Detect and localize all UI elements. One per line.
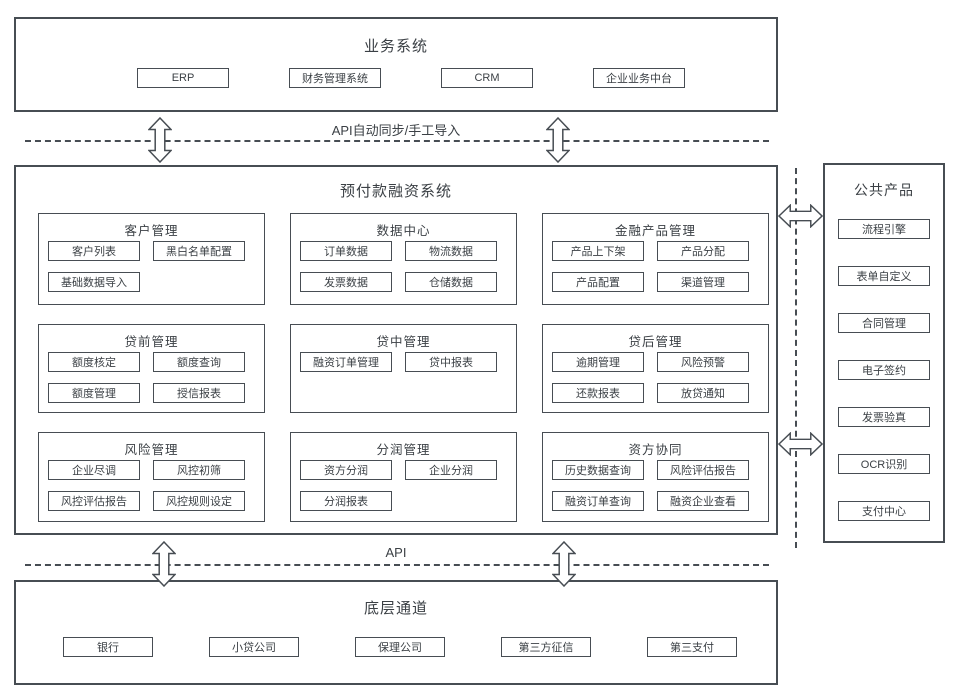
vertical-double-arrow-icon bbox=[152, 541, 176, 587]
module-item: 发票数据 bbox=[300, 272, 392, 292]
module-item: 物流数据 bbox=[405, 241, 497, 261]
prepayment-financing-system-box: 预付款融资系统 客户管理 客户列表 黑白名单配置 基础数据导入 数据中心 订单数… bbox=[14, 165, 778, 535]
module-item: 风控评估报告 bbox=[48, 491, 140, 511]
module-title: 贷前管理 bbox=[124, 335, 179, 349]
module-item: 额度查询 bbox=[153, 352, 245, 372]
public-product-payment-center: 支付中心 bbox=[838, 501, 930, 521]
module-customer-management: 客户管理 客户列表 黑白名单配置 基础数据导入 bbox=[38, 213, 265, 305]
horizontal-double-arrow-icon bbox=[778, 204, 823, 228]
channel-third-party-payment: 第三支付 bbox=[647, 637, 737, 657]
module-in-loan-management: 贷中管理 融资订单管理 贷中报表 bbox=[290, 324, 517, 413]
channel-factoring-company: 保理公司 bbox=[355, 637, 445, 657]
module-item: 历史数据查询 bbox=[552, 460, 644, 480]
public-product-invoice-verification: 发票验真 bbox=[838, 407, 930, 427]
module-item: 风控规则设定 bbox=[153, 491, 245, 511]
top-connector-label: API自动同步/手工导入 bbox=[331, 123, 461, 138]
module-profit-sharing-management: 分润管理 资方分润 企业分润 分润报表 bbox=[290, 432, 517, 522]
module-item: 融资订单查询 bbox=[552, 491, 644, 511]
module-item: 仓储数据 bbox=[405, 272, 497, 292]
module-items: 历史数据查询 风险评估报告 融资订单查询 融资企业查看 bbox=[552, 460, 759, 511]
module-item: 风险评估报告 bbox=[657, 460, 749, 480]
module-item: 渠道管理 bbox=[657, 272, 749, 292]
module-item: 还款报表 bbox=[552, 383, 644, 403]
module-item: 产品配置 bbox=[552, 272, 644, 292]
public-product-form-customization: 表单自定义 bbox=[838, 266, 930, 286]
module-item: 分润报表 bbox=[300, 491, 392, 511]
module-item: 风险预警 bbox=[657, 352, 749, 372]
module-items: 逾期管理 风险预警 还款报表 放贷通知 bbox=[552, 352, 759, 403]
module-item: 企业分润 bbox=[405, 460, 497, 480]
core-modules-grid: 客户管理 客户列表 黑白名单配置 基础数据导入 数据中心 订单数据 物流数据 发… bbox=[38, 213, 769, 522]
module-item: 逾期管理 bbox=[552, 352, 644, 372]
module-items: 产品上下架 产品分配 产品配置 渠道管理 bbox=[552, 241, 759, 292]
business-systems-title: 业务系统 bbox=[363, 38, 428, 55]
module-items: 订单数据 物流数据 发票数据 仓储数据 bbox=[300, 241, 507, 292]
right-connector-dashed-line bbox=[795, 168, 797, 548]
underlying-channels-items: 银行 小贷公司 保理公司 第三方征信 第三支付 bbox=[16, 637, 776, 657]
module-data-center: 数据中心 订单数据 物流数据 发票数据 仓储数据 bbox=[290, 213, 517, 305]
module-item: 黑白名单配置 bbox=[153, 241, 245, 261]
system-finance-management: 财务管理系统 bbox=[289, 68, 381, 88]
module-title: 贷后管理 bbox=[628, 335, 683, 349]
module-item: 企业尽调 bbox=[48, 460, 140, 480]
module-item: 风控初筛 bbox=[153, 460, 245, 480]
public-products-title: 公共产品 bbox=[854, 182, 914, 198]
module-item: 贷中报表 bbox=[405, 352, 497, 372]
module-funder-collaboration: 资方协同 历史数据查询 风险评估报告 融资订单查询 融资企业查看 bbox=[542, 432, 769, 522]
module-items: 企业尽调 风控初筛 风控评估报告 风控规则设定 bbox=[48, 460, 255, 511]
module-title: 资方协同 bbox=[628, 443, 683, 457]
module-item: 额度核定 bbox=[48, 352, 140, 372]
vertical-double-arrow-icon bbox=[546, 117, 570, 163]
module-items: 额度核定 额度查询 额度管理 授信报表 bbox=[48, 352, 255, 403]
module-financial-product-management: 金融产品管理 产品上下架 产品分配 产品配置 渠道管理 bbox=[542, 213, 769, 305]
module-risk-management: 风险管理 企业尽调 风控初筛 风控评估报告 风控规则设定 bbox=[38, 432, 265, 522]
system-enterprise-middle-platform: 企业业务中台 bbox=[593, 68, 685, 88]
module-items: 客户列表 黑白名单配置 基础数据导入 bbox=[48, 241, 255, 292]
module-items: 融资订单管理 贷中报表 bbox=[300, 352, 507, 372]
module-item: 客户列表 bbox=[48, 241, 140, 261]
channel-micro-loan-company: 小贷公司 bbox=[209, 637, 299, 657]
public-product-ocr: OCR识别 bbox=[838, 454, 930, 474]
underlying-channels-title: 底层通道 bbox=[363, 600, 428, 617]
module-items: 资方分润 企业分润 分润报表 bbox=[300, 460, 507, 511]
module-title: 客户管理 bbox=[124, 224, 179, 238]
module-item: 产品分配 bbox=[657, 241, 749, 261]
module-item: 资方分润 bbox=[300, 460, 392, 480]
module-pre-loan-management: 贷前管理 额度核定 额度查询 额度管理 授信报表 bbox=[38, 324, 265, 413]
module-item: 订单数据 bbox=[300, 241, 392, 261]
business-systems-items: ERP 财务管理系统 CRM 企业业务中台 bbox=[16, 68, 776, 88]
vertical-double-arrow-icon bbox=[148, 117, 172, 163]
public-products-box: 公共产品 流程引擎 表单自定义 合同管理 电子签约 发票验真 OCR识别 支付中… bbox=[823, 163, 945, 543]
module-title: 贷中管理 bbox=[376, 335, 431, 349]
module-title: 金融产品管理 bbox=[614, 224, 696, 238]
public-products-items: 流程引擎 表单自定义 合同管理 电子签约 发票验真 OCR识别 支付中心 bbox=[825, 219, 943, 521]
channel-third-party-credit: 第三方征信 bbox=[501, 637, 591, 657]
system-erp: ERP bbox=[137, 68, 229, 88]
module-item: 基础数据导入 bbox=[48, 272, 140, 292]
channel-bank: 银行 bbox=[63, 637, 153, 657]
bottom-connector-label: API bbox=[385, 545, 407, 560]
underlying-channels-box: 底层通道 银行 小贷公司 保理公司 第三方征信 第三支付 bbox=[14, 580, 778, 685]
module-item: 授信报表 bbox=[153, 383, 245, 403]
module-title: 数据中心 bbox=[376, 224, 431, 238]
module-title: 风险管理 bbox=[124, 443, 179, 457]
top-connector-dashed-line bbox=[25, 140, 769, 142]
public-product-contract-management: 合同管理 bbox=[838, 313, 930, 333]
system-crm: CRM bbox=[441, 68, 533, 88]
module-item: 产品上下架 bbox=[552, 241, 644, 261]
module-item: 融资订单管理 bbox=[300, 352, 392, 372]
bottom-connector-dashed-line bbox=[25, 564, 769, 566]
core-system-title: 预付款融资系统 bbox=[339, 183, 452, 200]
horizontal-double-arrow-icon bbox=[778, 432, 823, 456]
module-title: 分润管理 bbox=[376, 443, 431, 457]
module-post-loan-management: 贷后管理 逾期管理 风险预警 还款报表 放贷通知 bbox=[542, 324, 769, 413]
business-systems-box: 业务系统 ERP 财务管理系统 CRM 企业业务中台 bbox=[14, 17, 778, 112]
public-product-e-signature: 电子签约 bbox=[838, 360, 930, 380]
module-item: 放贷通知 bbox=[657, 383, 749, 403]
public-product-workflow-engine: 流程引擎 bbox=[838, 219, 930, 239]
module-item: 融资企业查看 bbox=[657, 491, 749, 511]
vertical-double-arrow-icon bbox=[552, 541, 576, 587]
module-item: 额度管理 bbox=[48, 383, 140, 403]
